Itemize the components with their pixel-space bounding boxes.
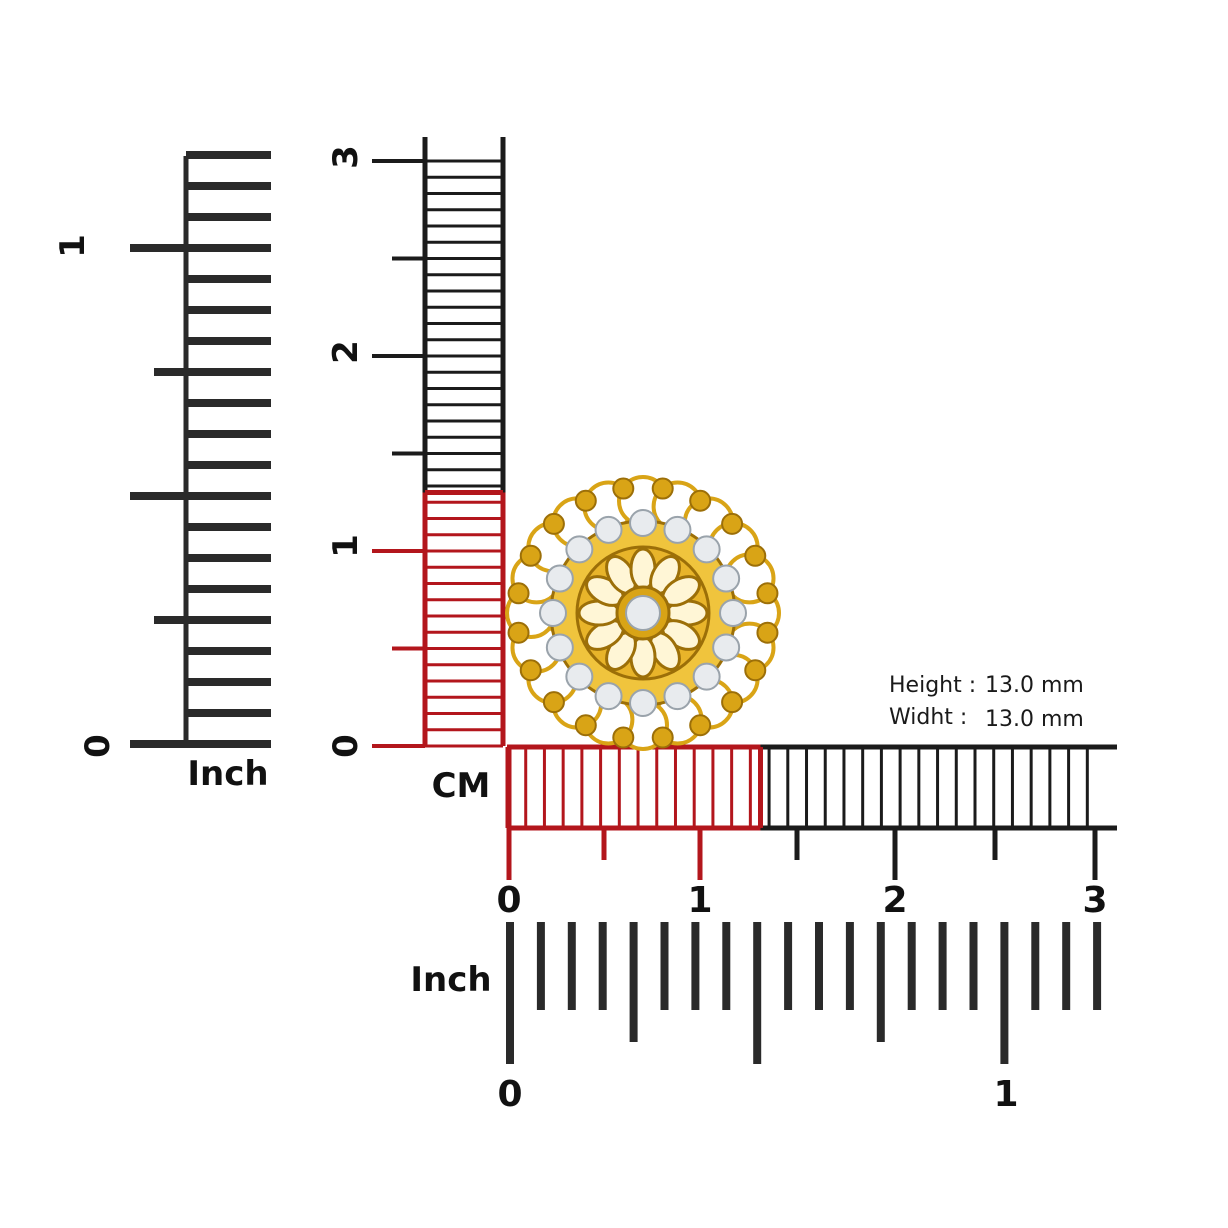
gold-flower-filigree-earring-icon bbox=[505, 475, 781, 751]
earring-gold-bead bbox=[519, 659, 542, 682]
earring-gold-bead bbox=[574, 489, 597, 512]
earring-gold-bead bbox=[507, 582, 530, 605]
inch-horizontal-label-0: 0 bbox=[497, 1074, 522, 1115]
inch-ruler-vertical bbox=[130, 151, 271, 748]
cm-horizontal-label-0: 0 bbox=[496, 880, 521, 921]
inch-vertical-label-0: 0 bbox=[78, 734, 118, 758]
earring-center-diamond bbox=[625, 595, 661, 631]
cm-vertical-label-0: 0 bbox=[326, 734, 366, 758]
earring-gold-bead bbox=[542, 691, 565, 714]
cm-ruler-vertical bbox=[372, 137, 506, 748]
inch-unit-label-left: Inch bbox=[187, 754, 268, 794]
cm-unit-label: CM bbox=[432, 766, 491, 806]
earring-gold-bead bbox=[612, 477, 635, 500]
earring-diamond bbox=[545, 633, 574, 662]
earring-gold-bead bbox=[507, 621, 530, 644]
earring-gold-bead bbox=[689, 489, 712, 512]
earring-gold-bead bbox=[574, 714, 597, 737]
width-label: Widht : bbox=[889, 705, 968, 730]
earring-diamond bbox=[629, 509, 657, 537]
earring-diamond bbox=[712, 633, 741, 662]
earring-gold-bead bbox=[721, 512, 744, 535]
earring-gold-bead bbox=[651, 726, 674, 749]
earring-diamond bbox=[663, 682, 692, 711]
cm-horizontal-label-1: 1 bbox=[687, 880, 712, 921]
height-label: Height : bbox=[889, 673, 977, 698]
earring-diamond bbox=[663, 515, 692, 544]
inch-vertical-label-1: 1 bbox=[53, 234, 93, 258]
earring-gold-bead bbox=[756, 582, 779, 605]
earring-gold-bead bbox=[519, 544, 542, 567]
earring-gold-bead bbox=[756, 621, 779, 644]
cm-horizontal-label-3: 3 bbox=[1082, 880, 1107, 921]
width-value: 13.0 mm bbox=[985, 707, 1084, 732]
earring-diamond bbox=[692, 662, 721, 691]
cm-vertical-label-3: 3 bbox=[326, 145, 366, 169]
cm-vertical-label-2: 2 bbox=[326, 340, 366, 364]
earring-diamond bbox=[594, 682, 623, 711]
earring-diamond bbox=[692, 535, 721, 564]
earring-diamond bbox=[594, 515, 623, 544]
earring-gold-bead bbox=[612, 726, 635, 749]
earring-diamond bbox=[565, 662, 594, 691]
earring-gold-bead bbox=[744, 544, 767, 567]
earring-diamond bbox=[719, 599, 747, 627]
earring-diamond bbox=[539, 599, 567, 627]
cm-horizontal-label-2: 2 bbox=[882, 880, 907, 921]
inch-unit-label-bottom: Inch bbox=[410, 960, 491, 1000]
earring-gold-bead bbox=[651, 477, 674, 500]
earring-gold-bead bbox=[744, 659, 767, 682]
height-value: 13.0 mm bbox=[985, 673, 1084, 698]
earring-gold-bead bbox=[542, 512, 565, 535]
earring-diamond bbox=[565, 535, 594, 564]
earring-diamond bbox=[629, 689, 657, 717]
cm-vertical-label-1: 1 bbox=[326, 534, 366, 558]
earring-diamond bbox=[545, 564, 574, 593]
inch-ruler-horizontal bbox=[506, 922, 1102, 1064]
cm-ruler-horizontal bbox=[505, 744, 1117, 880]
earring-gold-bead bbox=[721, 691, 744, 714]
earring-gold-bead bbox=[689, 714, 712, 737]
earring-diamond bbox=[712, 564, 741, 593]
inch-horizontal-label-1: 1 bbox=[993, 1074, 1018, 1115]
